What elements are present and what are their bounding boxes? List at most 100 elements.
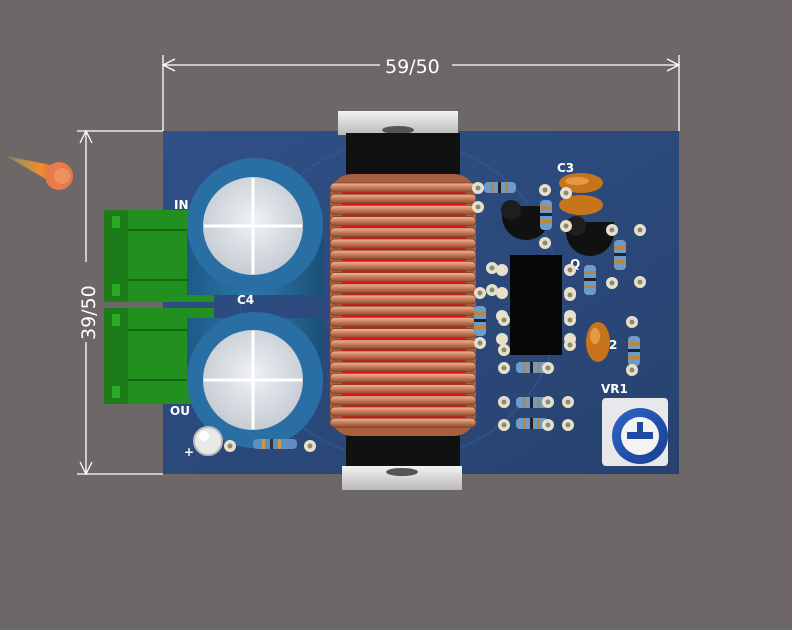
origin-cone-icon	[6, 156, 73, 190]
coil-windings	[329, 182, 477, 428]
resistor-band	[523, 397, 526, 408]
width-dimension-label: 59/50	[385, 56, 440, 78]
pcb-drill-hole	[637, 227, 643, 233]
pcb-drill-hole	[477, 340, 483, 346]
resistor-band	[474, 312, 486, 315]
silk-q-label: Q	[570, 257, 580, 271]
inductor-mount-bottom	[342, 430, 462, 490]
resistor-band	[628, 349, 640, 352]
pcb-drill-hole	[609, 227, 615, 233]
pcb-drill-hole	[477, 290, 483, 296]
coil-winding	[329, 305, 477, 316]
pcb-drill-hole	[501, 317, 507, 323]
coil-winding	[329, 204, 477, 215]
resistor-band	[530, 418, 533, 429]
coil-winding	[329, 249, 477, 260]
resistor-band	[523, 418, 526, 429]
silk-c3-label: C3	[557, 161, 574, 175]
resistor-band	[491, 182, 494, 193]
coil-winding	[329, 395, 477, 406]
coil-winding	[329, 350, 477, 361]
pcb-drill-hole	[475, 204, 481, 210]
pcb-drill-hole	[629, 367, 635, 373]
pcb-drill-hole	[307, 443, 313, 449]
resistor-band	[584, 271, 596, 274]
resistor-band	[628, 356, 640, 359]
pcb-drill-hole	[567, 292, 573, 298]
through-hole-pads	[224, 182, 646, 452]
height-dimension	[77, 129, 163, 476]
resistor-band	[523, 362, 526, 373]
silk-out-label: OU	[170, 404, 190, 418]
pcb-drill-hole	[563, 190, 569, 196]
resistor-band	[540, 220, 552, 223]
coil-winding	[329, 182, 477, 193]
transistor-q1[interactable]	[501, 200, 550, 240]
resistor-band	[498, 182, 501, 193]
pcb-drill-hole	[637, 279, 643, 285]
height-dimension-label: 39/50	[78, 285, 100, 340]
resistor-band	[537, 362, 540, 373]
ic-pad	[496, 333, 508, 345]
coil-winding	[329, 283, 477, 294]
pcb-drill-hole	[545, 365, 551, 371]
coil-winding	[329, 238, 477, 249]
resistor-band	[614, 253, 626, 256]
silk-c2-label: 2	[609, 338, 617, 352]
resistor-band	[530, 397, 533, 408]
pcb-drill-hole	[563, 223, 569, 229]
capacitor-c4-bottom[interactable]	[187, 312, 323, 448]
resistor-band	[474, 326, 486, 329]
pcb-drill-hole	[629, 319, 635, 325]
coil-winding	[329, 272, 477, 283]
capacitor-c2[interactable]	[586, 322, 610, 362]
pcb-drill-hole	[489, 265, 495, 271]
pcb-drill-hole	[565, 422, 571, 428]
coil-winding	[329, 372, 477, 383]
resistor-band	[614, 260, 626, 263]
resistor-band	[584, 285, 596, 288]
silk-c4-label: C4	[237, 293, 254, 307]
coil-winding	[329, 339, 477, 350]
resistor-band	[540, 213, 552, 216]
trimmer-vr1[interactable]	[602, 398, 668, 466]
pcb-drill-hole	[567, 267, 573, 273]
pcb-drill-hole	[475, 185, 481, 191]
ic-chip-u1[interactable]	[510, 255, 562, 355]
ic-pad	[496, 264, 508, 276]
pcb-drill-hole	[542, 240, 548, 246]
pcb-drill-hole	[501, 347, 507, 353]
resistor-band	[505, 182, 508, 193]
pcb-drill-hole	[227, 443, 233, 449]
coil-winding	[329, 384, 477, 395]
pcb-drill-hole	[609, 280, 615, 286]
silk-in-label: IN	[174, 198, 189, 212]
silk-vr1-label: VR1	[601, 382, 628, 396]
coil-winding	[329, 193, 477, 204]
capacitor-c4-top[interactable]	[187, 158, 323, 295]
width-dimension	[161, 55, 681, 131]
coil-winding	[329, 294, 477, 305]
resistor-band	[474, 319, 486, 322]
pcb-drill-hole	[501, 422, 507, 428]
capacitor-c3[interactable]	[559, 173, 603, 215]
transistor-q2[interactable]	[566, 216, 614, 256]
resistor-band	[614, 246, 626, 249]
coil-winding	[329, 260, 477, 271]
resistor-band	[540, 206, 552, 209]
pcb-drill-hole	[489, 287, 495, 293]
pcb-drill-hole	[542, 187, 548, 193]
coil-winding	[329, 417, 477, 428]
pcb-drill-hole	[567, 342, 573, 348]
coil-winding	[329, 216, 477, 227]
coil-winding	[329, 328, 477, 339]
toroid-inductor[interactable]	[329, 174, 477, 436]
resistor-band	[530, 362, 533, 373]
led-indicator[interactable]	[193, 426, 223, 456]
pcb-drill-hole	[545, 422, 551, 428]
resistor-band	[628, 342, 640, 345]
pcb-drill-hole	[545, 399, 551, 405]
coil-winding	[329, 316, 477, 327]
